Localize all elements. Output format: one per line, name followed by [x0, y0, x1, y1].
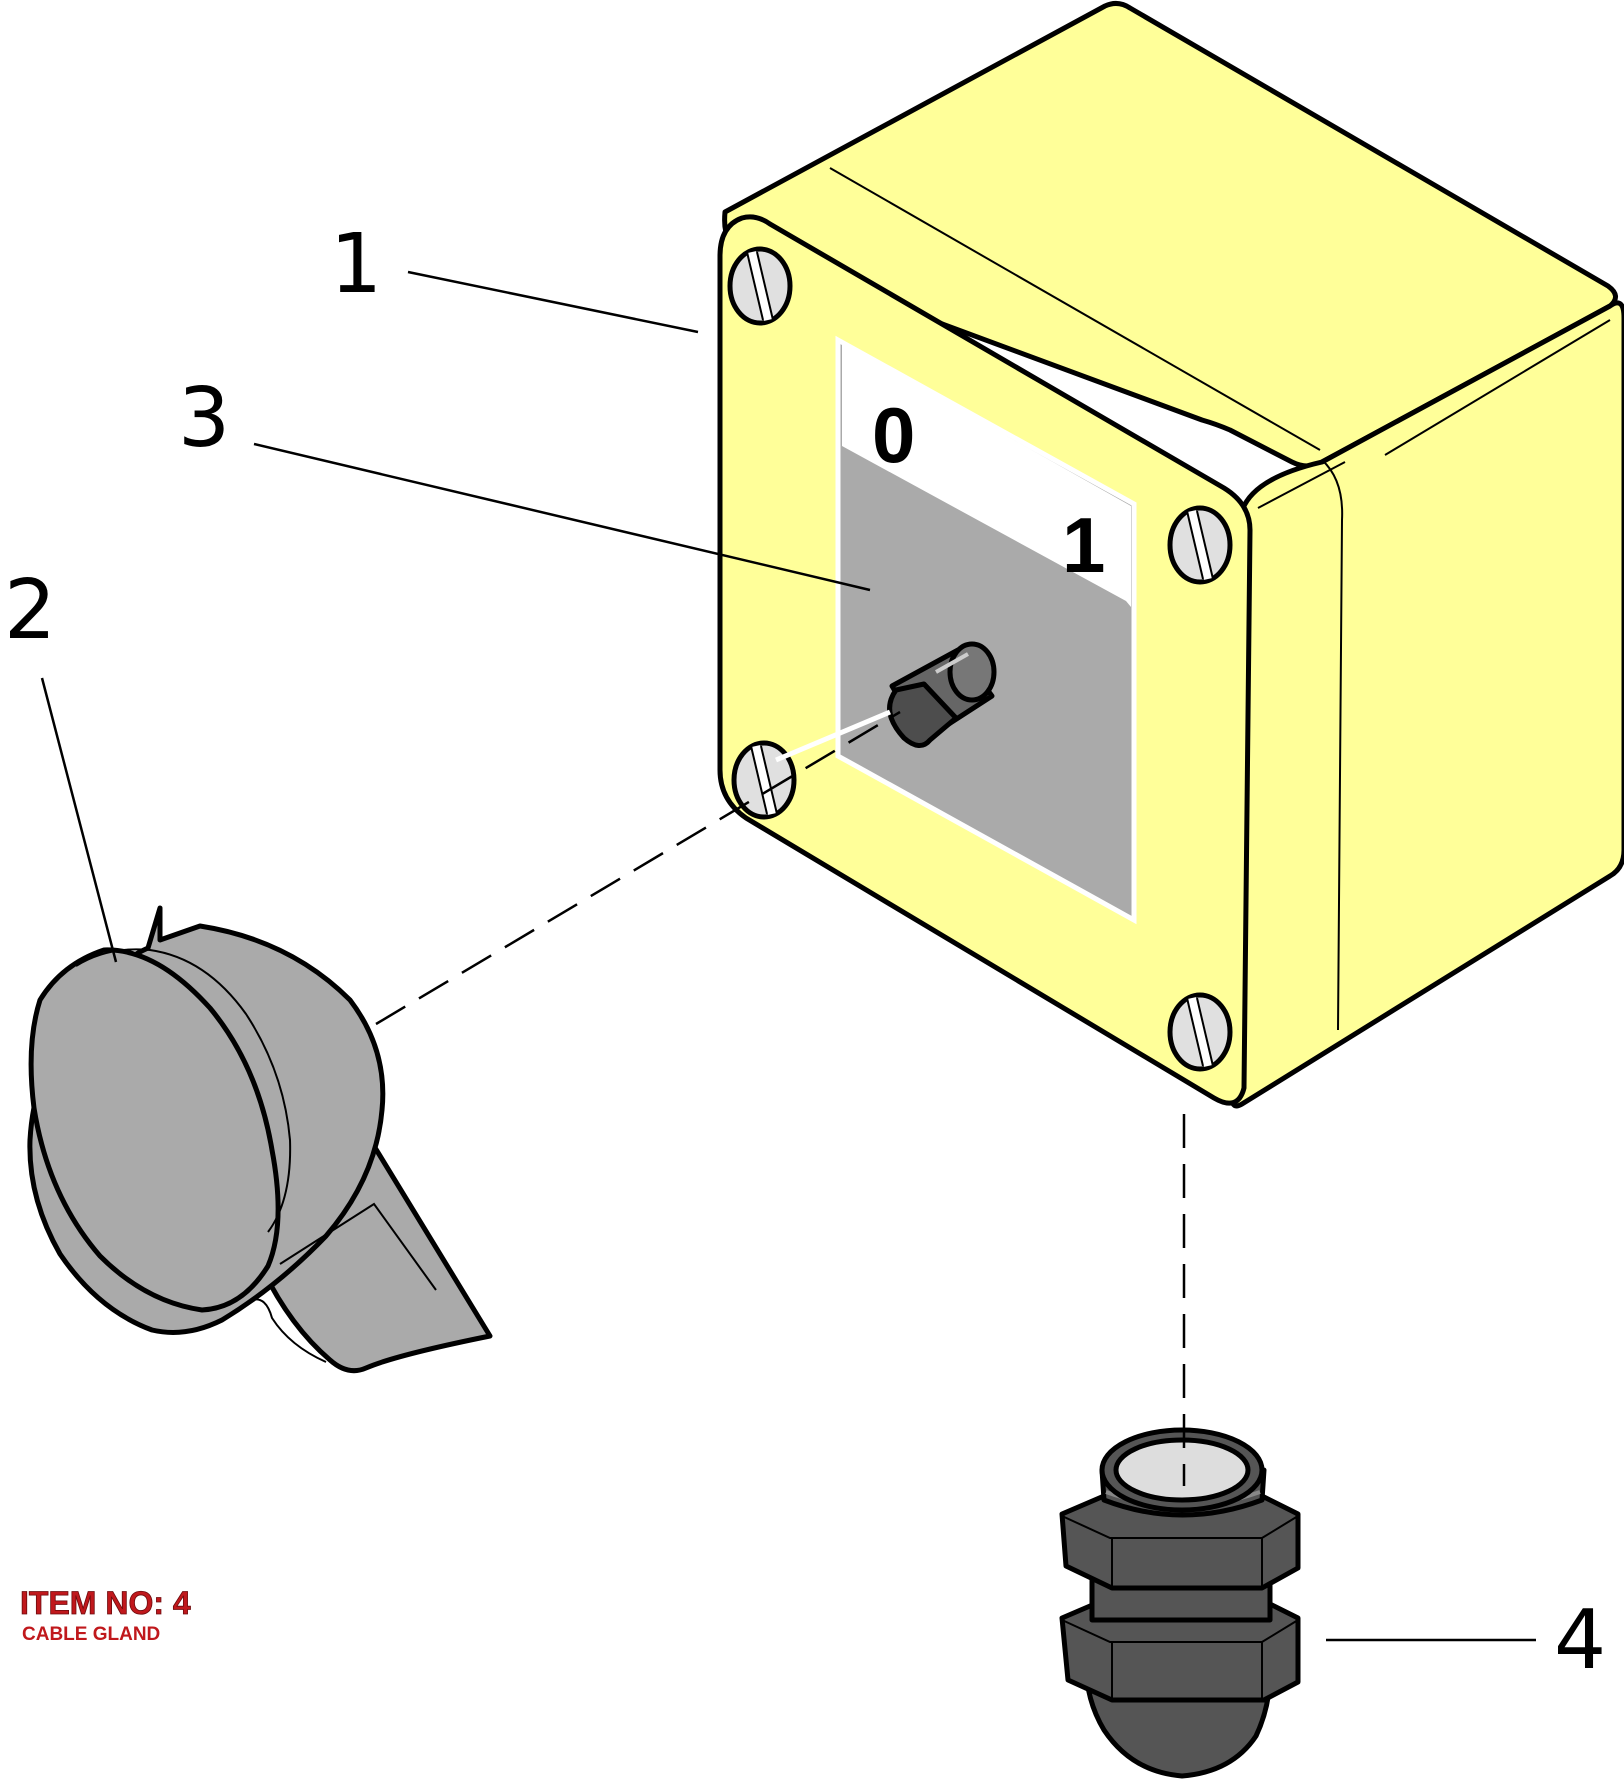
assembly-axis-knob — [375, 710, 901, 1026]
leader-line-2 — [40, 677, 118, 963]
screw-bottom-right — [1167, 992, 1233, 1072]
screw-top-left — [727, 246, 793, 326]
callout-3: 3 — [178, 371, 230, 466]
switch-plate: 0 1 — [835, 335, 1137, 925]
callout-1: 1 — [330, 217, 382, 312]
leader-line-1 — [407, 270, 699, 334]
callout-2: 2 — [4, 563, 56, 658]
leader-line-3 — [253, 442, 871, 592]
screw-top-right — [1167, 505, 1233, 585]
rotary-knob — [27, 905, 493, 1374]
screw-bottom-left — [731, 740, 797, 820]
item-note-subtitle: CABLE GLAND — [22, 1624, 160, 1645]
cable-gland — [1059, 1427, 1301, 1779]
dial-label-off: 0 — [872, 391, 915, 479]
item-note-title: ITEM NO: 4 — [20, 1585, 191, 1621]
dial-label-on: 1 — [1062, 501, 1105, 589]
switch-spindle — [775, 641, 997, 763]
callout-4: 4 — [1554, 1593, 1606, 1688]
